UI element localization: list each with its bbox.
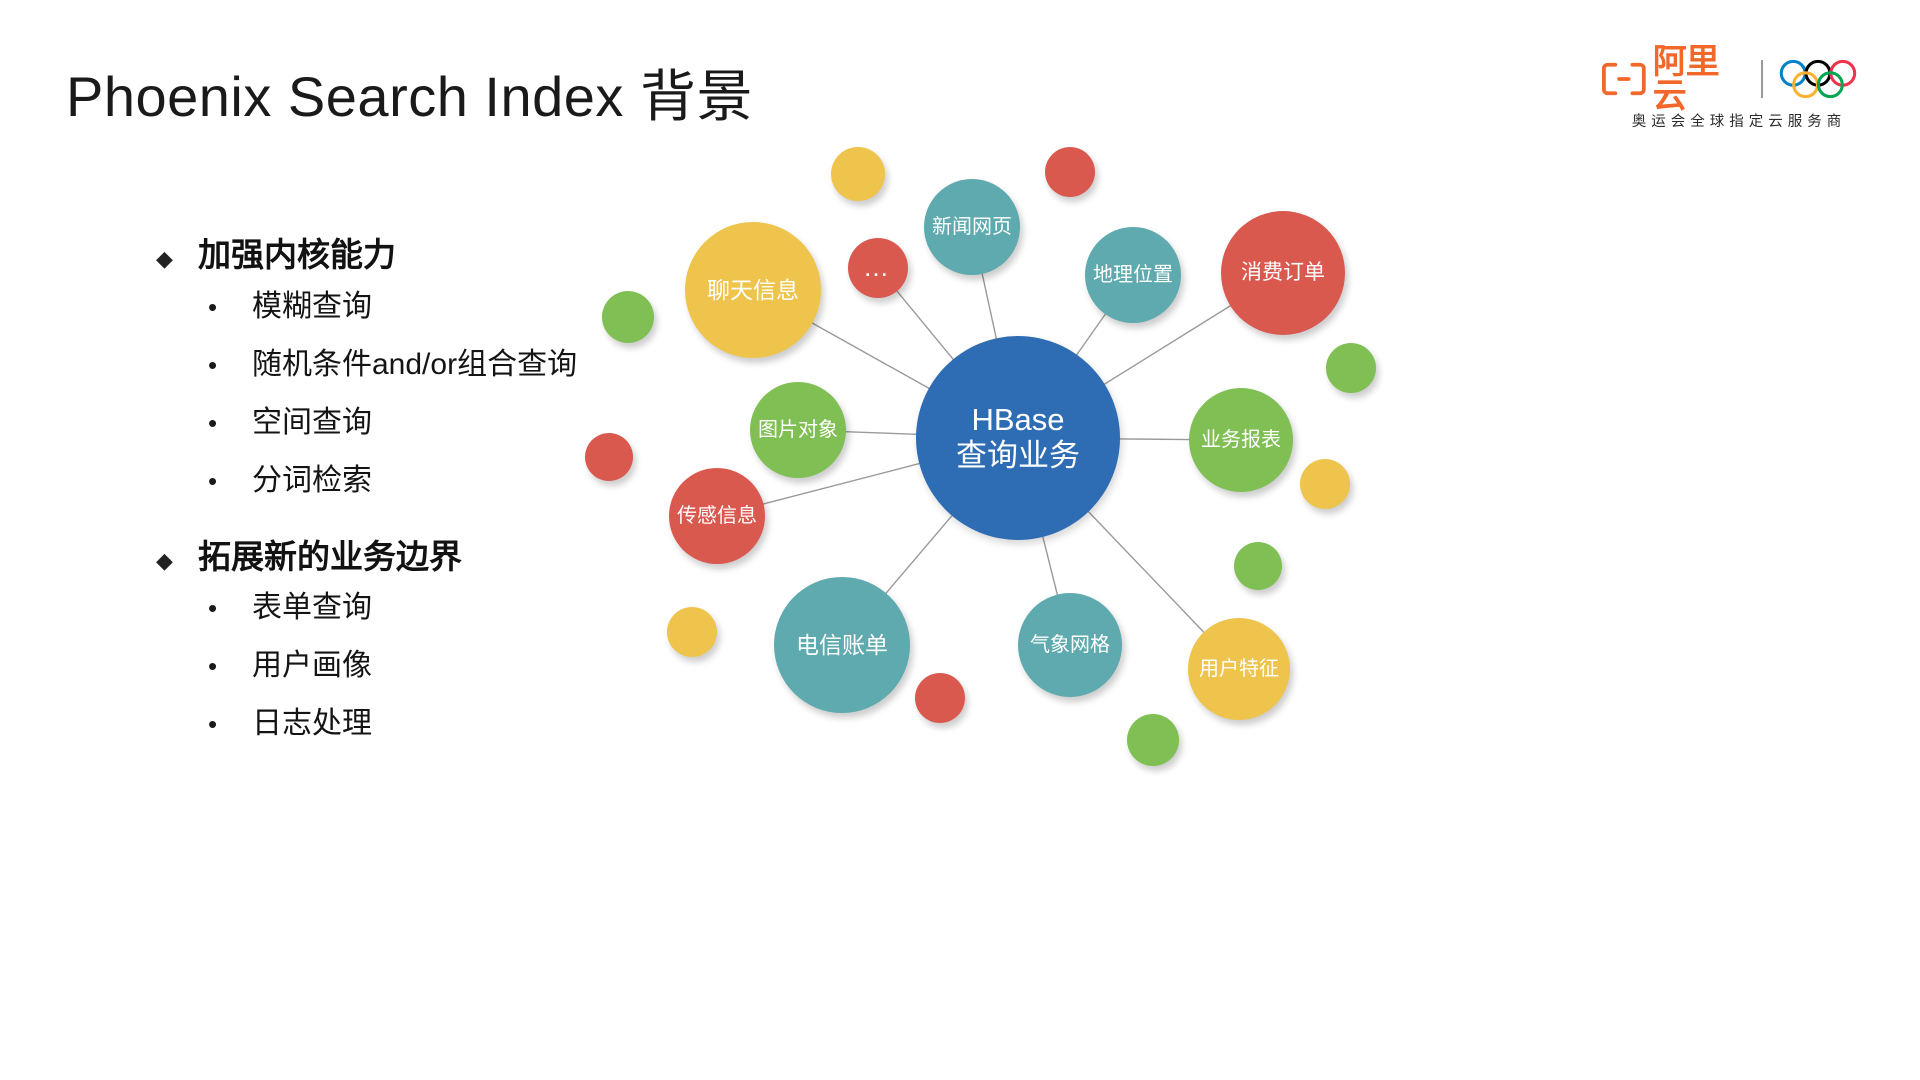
bullet-marker-dot-icon: • bbox=[208, 465, 218, 496]
bullet-text: 模糊查询 bbox=[252, 289, 372, 323]
bullet-marker-dot-icon: • bbox=[208, 291, 218, 322]
page-title: Phoenix Search Index 背景 bbox=[66, 65, 753, 128]
diagram-edge bbox=[884, 514, 954, 595]
diagram-edge bbox=[1041, 535, 1059, 596]
bubble-label: 新闻网页 bbox=[932, 215, 1012, 238]
bullet-text: 加强内核能力 bbox=[198, 236, 396, 273]
bubble-diagram: 聊天信息 … 新闻网页地理位置 消费订单图片对象传感信息 业务报表电信账单 气象网格用户特… bbox=[585, 120, 1880, 1020]
bubble-label: 传感信息 bbox=[677, 504, 757, 527]
bullet-marker-diamond-icon: ◆ bbox=[156, 547, 173, 573]
diagram-edge bbox=[844, 431, 918, 436]
bubble-label: 消费订单 bbox=[1241, 260, 1325, 284]
diagram-edge bbox=[1087, 510, 1205, 634]
aliyun-brand-text: 阿里云 bbox=[1652, 43, 1720, 115]
bullet-item-level2: • 随机条件and/or组合查询 bbox=[150, 347, 770, 383]
diagram-edge bbox=[811, 322, 931, 390]
alibaba-cloud-logo: 阿里云 bbox=[1602, 45, 1747, 113]
bubble-label: 用户特征 bbox=[1199, 657, 1279, 680]
bubble-label: 业务报表 bbox=[1201, 428, 1281, 451]
bubble-label: 图片对象 bbox=[758, 418, 838, 441]
bubble-label: 聊天信息 bbox=[707, 276, 799, 303]
center-node-line1: HBase bbox=[971, 402, 1065, 438]
diagram-edge bbox=[762, 462, 921, 505]
deco-circle-green-bottom bbox=[1127, 714, 1179, 766]
bullet-list: ◆ 加强内核能力 • 模糊查询 • 随机条件and/or组合查询 • 空间查询 • 分词检索 ◆ 拓展… bbox=[150, 235, 770, 764]
brand-logo-block: 阿里云 奥运会全球指定云服务商 bbox=[1602, 45, 1872, 131]
logo-divider bbox=[1760, 60, 1763, 98]
node-image-object[interactable]: 图片对象 bbox=[750, 382, 846, 478]
deco-circle-red-left bbox=[585, 433, 633, 481]
bullet-item-level1: ◆ 拓展新的业务边界 bbox=[150, 537, 770, 577]
deco-circle-yellow-bottomleft bbox=[667, 607, 717, 657]
bullet-text: 随机条件and/or组合查询 bbox=[252, 347, 578, 381]
node-weather-grid[interactable]: 气象网格 bbox=[1018, 593, 1122, 697]
bullet-item-level2: • 空间查询 bbox=[150, 405, 770, 441]
node-chat-info[interactable]: 聊天信息 bbox=[685, 222, 821, 358]
diagram-edge bbox=[981, 272, 998, 340]
bubble-label: 地理位置 bbox=[1093, 263, 1173, 286]
node-sensor-info[interactable]: 传感信息 bbox=[669, 468, 765, 564]
bullet-marker-dot-icon: • bbox=[208, 407, 218, 438]
bullet-marker-dot-icon: • bbox=[208, 593, 218, 624]
bullet-item-level2: • 日志处理 bbox=[150, 706, 770, 742]
node-business-report[interactable]: 业务报表 bbox=[1189, 388, 1293, 492]
bullet-item-level2: • 表单查询 bbox=[150, 590, 770, 626]
diagram-edge bbox=[1103, 304, 1232, 386]
bullet-item-level2: • 模糊查询 bbox=[150, 289, 770, 325]
logo-row: 阿里云 bbox=[1602, 45, 1872, 113]
diagram-edges bbox=[762, 272, 1232, 634]
deco-circle-red-top bbox=[1045, 147, 1095, 197]
bullet-item-level2: • 用户画像 bbox=[150, 648, 770, 684]
logo-caption: 奥运会全球指定云服务商 bbox=[1631, 114, 1847, 130]
bullet-marker-dot-icon: • bbox=[208, 349, 218, 380]
deco-circle-green-right bbox=[1326, 343, 1376, 393]
olympic-rings-icon bbox=[1779, 59, 1856, 99]
node-news-page[interactable]: 新闻网页 bbox=[924, 179, 1020, 275]
bullet-text: 分词检索 bbox=[252, 463, 372, 497]
bullet-text: 表单查询 bbox=[252, 591, 372, 625]
node-geo-location[interactable]: 地理位置 bbox=[1085, 227, 1181, 323]
bullet-marker-dot-icon: • bbox=[208, 709, 218, 740]
bullet-text: 拓展新的业务边界 bbox=[198, 537, 462, 575]
bullet-marker-diamond-icon: ◆ bbox=[156, 246, 173, 271]
deco-circle-green-left bbox=[602, 291, 654, 343]
deco-circle-yellow-top bbox=[831, 147, 885, 201]
bullet-text: 空间查询 bbox=[252, 405, 372, 439]
bullet-marker-dot-icon: • bbox=[208, 651, 218, 682]
bullet-text: 日志处理 bbox=[252, 707, 372, 741]
node-user-feature[interactable]: 用户特征 bbox=[1188, 618, 1290, 720]
node-consume-order[interactable]: 消费订单 bbox=[1221, 211, 1345, 335]
diagram-edge bbox=[1118, 438, 1191, 441]
diagram-edge bbox=[895, 289, 955, 361]
bubble-label: 电信账单 bbox=[796, 631, 888, 658]
node-ellipsis[interactable]: … bbox=[848, 238, 908, 298]
bullet-item-level2: • 分词检索 bbox=[150, 463, 770, 499]
center-node-line2: 查询业务 bbox=[956, 438, 1080, 473]
aliyun-bracket-icon bbox=[1602, 62, 1646, 96]
bullet-text: 用户画像 bbox=[252, 649, 372, 683]
deco-circle-green-right-lower bbox=[1234, 542, 1282, 590]
diagram-edge bbox=[1075, 313, 1107, 356]
node-telecom-bill[interactable]: 电信账单 bbox=[774, 577, 910, 713]
deco-circle-red-bottom bbox=[915, 673, 965, 723]
deco-circle-yellow-right bbox=[1300, 459, 1350, 509]
bullet-item-level1: ◆ 加强内核能力 bbox=[150, 235, 770, 275]
bubble-label: … bbox=[863, 252, 893, 283]
bubble-label: 气象网格 bbox=[1030, 633, 1110, 656]
